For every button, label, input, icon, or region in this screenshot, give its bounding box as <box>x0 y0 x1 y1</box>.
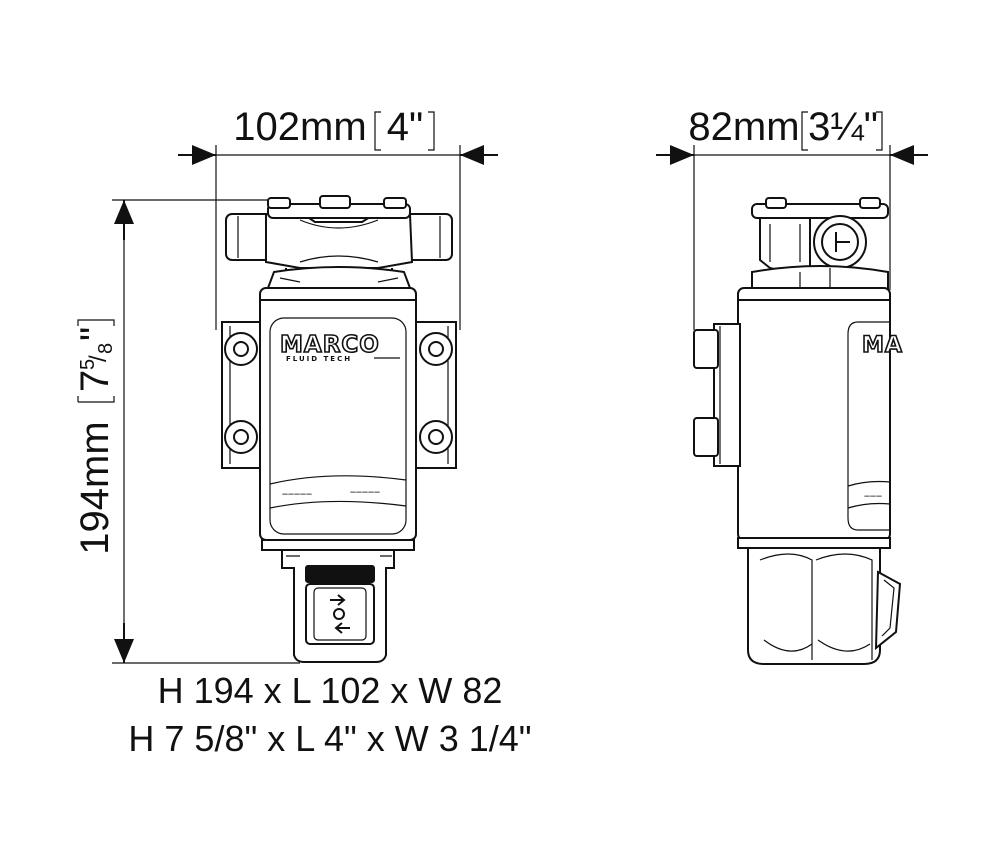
svg-text:———: ——— <box>864 493 882 500</box>
svg-text:—————: ————— <box>282 491 312 498</box>
side-width-bracket: 3¼" <box>808 105 878 149</box>
svg-text:MARCO: MARCO <box>280 332 380 358</box>
front-height-bracket-suffix: " <box>73 327 117 341</box>
rocker-switch <box>330 594 350 634</box>
front-view: 102mm 4" 194mm 7 5 / 8 " <box>73 105 498 664</box>
front-height-bracket-num: 5 <box>77 359 99 370</box>
svg-text:FLUID TECH: FLUID TECH <box>286 355 352 363</box>
switch-housing <box>281 549 395 663</box>
summary-metric: H 194 x L 102 x W 82 <box>157 670 503 711</box>
bracket-bolt <box>224 420 258 454</box>
summary-imperial: H 7 5/8" x L 4" x W 3 1/4" <box>128 718 532 759</box>
svg-text:/: / <box>85 355 112 362</box>
svg-text:MA: MA <box>862 333 903 358</box>
front-width-bracket: 4" <box>387 105 423 149</box>
pump-head <box>225 195 453 289</box>
bracket-bolt <box>419 332 453 366</box>
marco-logo: MARCO FLUID TECH <box>279 331 400 363</box>
side-view: 82mm 3¼" MA ——— <box>656 105 928 665</box>
front-height-dimension: 194mm 7 5 / 8 " <box>73 199 300 664</box>
mounting-bracket <box>221 321 457 469</box>
front-width-value: 102mm <box>233 105 366 149</box>
bracket-bolt <box>419 420 453 454</box>
bracket-bolt <box>224 332 258 366</box>
front-height-value: 194mm <box>73 421 117 554</box>
side-bracket <box>693 323 741 467</box>
side-pump-head <box>751 197 889 291</box>
front-width-dimension: 102mm 4" <box>178 105 498 330</box>
front-height-bracket-den: 8 <box>95 343 117 354</box>
side-switch-housing <box>747 547 902 665</box>
side-motor-body: MA ——— <box>737 287 903 549</box>
svg-text:—————: ————— <box>350 489 380 496</box>
front-height-bracket-whole: 7 <box>73 370 117 392</box>
motor-body: MARCO FLUID TECH ————— ————— <box>259 287 417 551</box>
side-width-dimension: 82mm 3¼" <box>656 105 928 330</box>
side-width-value: 82mm <box>688 105 799 149</box>
